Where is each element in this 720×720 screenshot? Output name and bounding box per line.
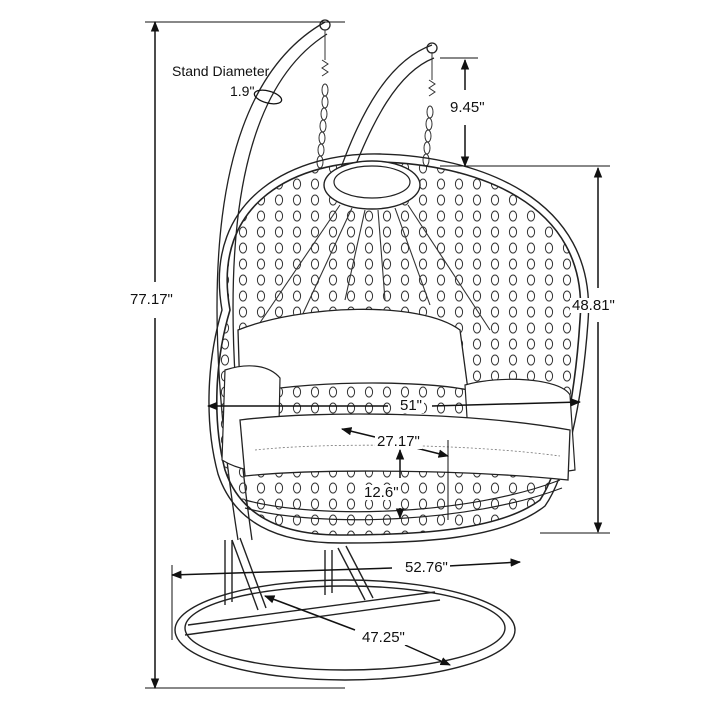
base-depth-label: 47.25" — [360, 629, 407, 646]
chains — [316, 30, 436, 169]
basket-height-label: 48.81" — [570, 297, 617, 314]
basket-width-label: 51" — [398, 397, 425, 414]
seat-height-label: 12.6" — [362, 484, 401, 501]
basket — [208, 153, 590, 544]
base-stand — [174, 537, 516, 681]
hook-chain-height-label: 9.45" — [448, 99, 487, 116]
stand-diameter-label: Stand Diameter — [172, 63, 270, 79]
base-width-label: 52.76" — [403, 559, 450, 576]
seat-depth-label: 27.17" — [375, 433, 422, 450]
dimension-lines — [145, 20, 610, 690]
stand-diameter-value: 1.9" — [230, 83, 255, 99]
overall-height-label: 77.17" — [128, 291, 175, 308]
